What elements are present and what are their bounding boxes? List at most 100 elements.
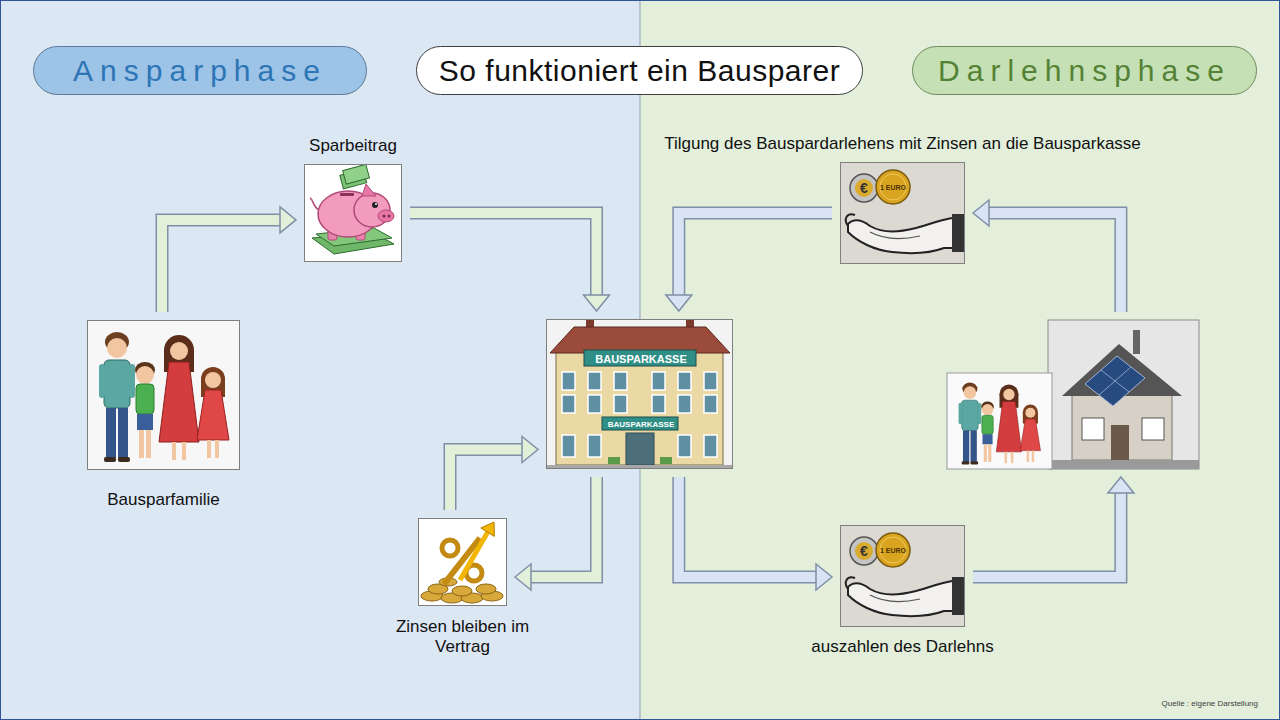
image-box: Sparbeitrag — [304, 164, 402, 262]
house-picture-part — [959, 383, 1041, 465]
bank-building-picture-part-part — [562, 372, 575, 390]
block-arrow — [679, 477, 832, 590]
arrow-shaft — [679, 213, 832, 295]
arrow-shaft — [162, 220, 280, 312]
piggy-bank-picture — [304, 164, 402, 262]
image-caption: auszahlen des Darlehns — [811, 637, 993, 657]
payout-hand-picture — [840, 525, 965, 627]
diagram-title: So funktioniert ein Bausparer — [439, 53, 840, 89]
interest-coins-picture-part — [442, 540, 458, 556]
title-pill: So funktioniert ein Bausparer — [416, 46, 863, 95]
arrow-shaft — [973, 493, 1121, 577]
image-box: Zinsen bleiben im Vertrag — [418, 518, 507, 606]
arrow-head — [973, 200, 989, 226]
bank-building-picture-part — [660, 457, 672, 464]
bank-building-picture-part-part — [614, 395, 627, 413]
interest-coins-picture-part — [460, 532, 488, 580]
phase-title: Ansparphase — [73, 53, 327, 89]
house-picture-part — [1099, 367, 1131, 395]
house-picture-part — [1048, 320, 1199, 469]
bank-building-picture-part-part — [678, 372, 691, 390]
house-picture-part — [1133, 330, 1140, 354]
phase-title: Darlehnsphase — [938, 53, 1231, 89]
image-caption: Sparbeitrag — [309, 136, 397, 156]
bank-building-picture-part-part — [678, 395, 691, 413]
block-arrow — [515, 477, 597, 590]
bank-building-picture-part — [602, 417, 678, 430]
arrow-head — [515, 564, 531, 590]
bank-building-picture-part-part — [678, 435, 691, 457]
piggy-bank-picture-part — [362, 184, 376, 196]
piggy-bank-picture-part — [388, 215, 391, 218]
coin-symbol: € — [860, 181, 868, 195]
image-caption: Zinsen bleiben im Vertrag — [393, 617, 533, 658]
image-box: auszahlen des Darlehns — [840, 525, 965, 627]
image-caption: Bausparfamilie — [107, 490, 219, 510]
piggy-bank-picture-part — [378, 210, 394, 222]
source-note: Quelle : eigene Darstellung — [1161, 700, 1258, 708]
block-arrow — [666, 213, 832, 311]
bank-building-picture-part — [626, 433, 654, 465]
repayment-hand-picture-part — [840, 162, 965, 264]
bank-building-picture-part-part — [614, 372, 627, 390]
bank-building-picture-part — [546, 319, 733, 469]
house-picture-part-part — [959, 383, 1041, 465]
arrow-shaft — [450, 450, 522, 511]
bank-building-picture-part-part — [588, 395, 601, 413]
family-picture — [87, 320, 240, 470]
coin-value: 1 EURO — [880, 184, 906, 191]
arrow-shaft — [531, 477, 597, 577]
arrow-shaft — [679, 477, 816, 577]
arrow-outline — [679, 477, 816, 577]
family-picture-part — [87, 320, 240, 470]
piggy-bank-picture-part — [372, 202, 378, 208]
arrow-head — [584, 295, 610, 311]
bank-building-picture-part-part — [704, 435, 717, 457]
arrow-outline — [989, 213, 1121, 312]
arrow-outline — [410, 213, 597, 295]
bank-building-picture-part-part — [562, 395, 575, 413]
illustration-part — [0, 0, 640, 720]
interest-coins-picture-part — [421, 578, 503, 603]
bank-building-picture-part-part — [588, 435, 601, 457]
piggy-bank-picture-part — [375, 203, 377, 205]
arrow-head — [666, 295, 692, 311]
image-box: BAUSPARKASSE BAUSPARKASSE — [546, 319, 733, 469]
arrow-shaft — [989, 213, 1121, 312]
house-picture-part — [1082, 418, 1104, 440]
piggy-bank-picture-part — [340, 193, 354, 196]
arrow-head — [816, 564, 832, 590]
house-picture-part — [1072, 392, 1172, 460]
interest-coins-picture-part — [481, 522, 495, 536]
piggy-bank-picture-part — [304, 164, 402, 262]
image-box: Bausparfamilie — [87, 320, 240, 470]
arrow-head — [280, 207, 296, 233]
repayment-hand-picture — [840, 162, 965, 264]
bank-building-picture-part-part — [562, 435, 575, 457]
block-arrow — [450, 437, 538, 511]
phase-pill: Ansparphase — [33, 46, 367, 95]
house-picture-part — [1048, 460, 1199, 469]
house-picture — [947, 320, 1199, 469]
bank-sign: BAUSPARKASSE — [585, 351, 697, 367]
interest-coins-picture-part-part — [452, 586, 472, 596]
image-box: Tilgung des Bauspardarlehens mit Zinsen … — [840, 162, 965, 264]
bank-building-picture-part-part — [704, 395, 717, 413]
block-arrow — [410, 213, 610, 311]
bank-sign: BAUSPARKASSE — [603, 418, 679, 431]
piggy-bank-picture-part-part — [343, 164, 370, 184]
bank-building-picture-part — [608, 457, 620, 464]
bank-building-picture-part — [584, 350, 696, 366]
arrow-outline — [450, 450, 522, 511]
house-picture-part — [1085, 356, 1145, 406]
bank-building-picture-part — [556, 349, 723, 465]
bank-building-picture-part-part — [652, 372, 665, 390]
block-arrow — [973, 200, 1121, 312]
family-picture-part — [99, 332, 229, 462]
house-picture-part — [1111, 425, 1129, 460]
house-picture-part — [947, 373, 1052, 469]
arrow-head — [522, 437, 538, 463]
piggy-bank-picture-part — [310, 198, 319, 210]
